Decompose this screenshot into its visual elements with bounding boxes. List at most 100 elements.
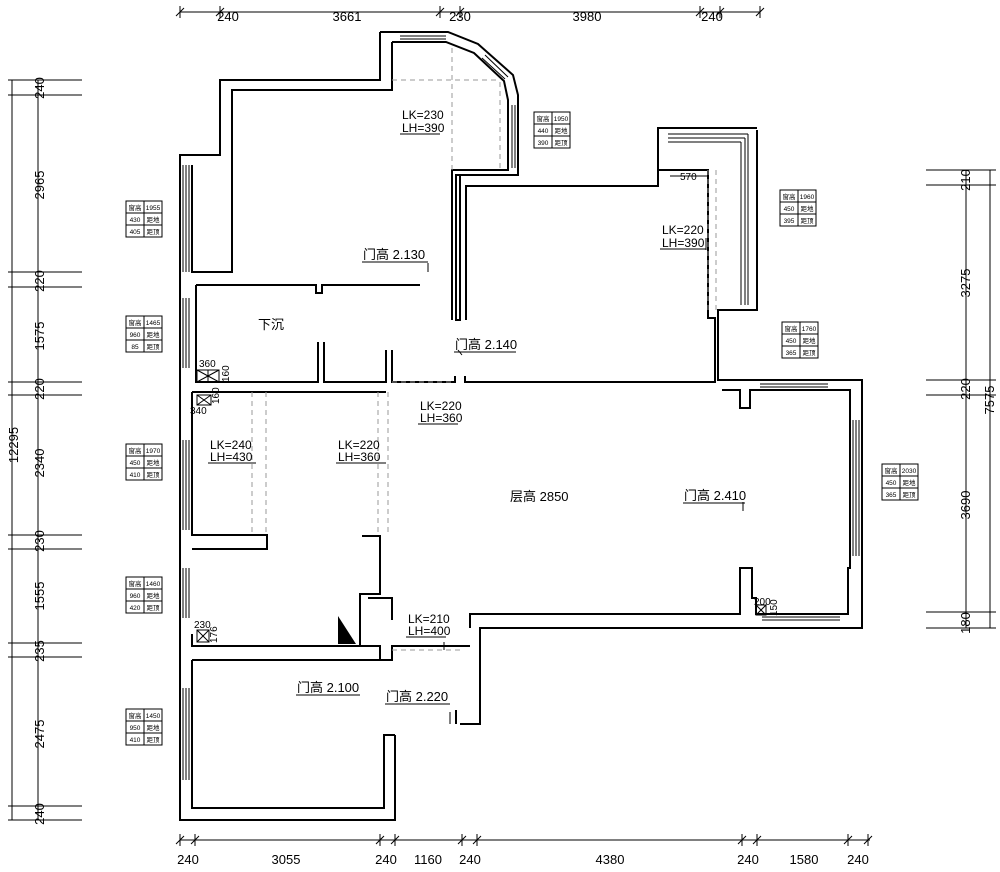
dim-top-label: 3661 [333, 9, 362, 24]
window-info-cell: 450 [130, 460, 141, 467]
window-info-cell: 距地 [147, 591, 161, 600]
door-height-label: 门高 2.140 [455, 337, 517, 352]
door-labels: 门高 2.130 门高 2.140 门高 2.410 门高 2.100 门高 2… [296, 247, 746, 705]
window-info-cell: 410 [130, 472, 141, 479]
window-info-cell: 450 [886, 480, 897, 487]
window-info-cell: 450 [786, 338, 797, 345]
door-height-label: 门高 2.130 [363, 247, 425, 262]
window-info-cell: 窗高 [129, 203, 143, 212]
small-dim: 160 [211, 387, 222, 404]
dim-left-label: 220 [32, 378, 47, 400]
dimension-lines [8, 6, 996, 846]
opening-lk: LK=220 [338, 438, 380, 452]
small-dim: 570 [680, 172, 697, 183]
ventilation-shafts [196, 369, 767, 643]
dim-right-label: 3275 [958, 269, 973, 298]
opening-lh: LH=360 [420, 411, 463, 425]
window-info-cell: 950 [130, 725, 141, 732]
window-info-cell: 距地 [555, 126, 569, 135]
window-info-cell: 距顶 [147, 736, 161, 744]
window-info-cell: 距地 [801, 204, 815, 213]
dim-bottom-label: 1160 [414, 852, 442, 867]
door-height-label: 门高 2.220 [386, 689, 448, 704]
dimension-bottom: 240 3055 240 1160 240 4380 240 1580 240 [177, 852, 869, 867]
window-info-cell: 410 [130, 737, 141, 744]
dim-top-label: 3980 [573, 9, 602, 24]
window-info-cell: 2030 [902, 468, 917, 475]
dim-left-label: 2965 [32, 171, 47, 200]
dim-left-label: 1575 [32, 322, 47, 351]
small-dimensions: 570 360 160 340 160 230 176 200 150 [190, 172, 780, 643]
window-info-cell: 窗高 [785, 324, 799, 333]
dim-bottom-label: 1580 [790, 852, 819, 867]
window-info-cell: 距顶 [147, 343, 161, 351]
window-info-cell: 1960 [800, 194, 815, 201]
arrow-ticks [427, 238, 744, 724]
dim-left-label: 220 [32, 270, 47, 292]
floor-height-label: 层高 2850 [510, 489, 569, 504]
window-info-cell: 窗高 [885, 466, 899, 475]
small-dim: 360 [199, 359, 216, 370]
dim-bottom-label: 240 [177, 852, 199, 867]
window-info-cell: 距顶 [147, 604, 161, 612]
window-info-cell: 440 [538, 128, 549, 135]
window-info-cell: 365 [786, 350, 797, 357]
window-info-cell: 365 [886, 492, 897, 499]
dim-bottom-label: 4380 [596, 852, 625, 867]
window-info-cell: 窗高 [129, 711, 143, 720]
dim-left-label: 1555 [32, 582, 47, 611]
window-info-cell: 距顶 [147, 228, 161, 236]
window-info-cell: 窗高 [129, 446, 143, 455]
dim-right-total: 7575 [982, 386, 997, 415]
window-info-cell: 距顶 [903, 491, 917, 499]
dim-top-label: 230 [449, 9, 471, 24]
window-info-cell: 420 [130, 605, 141, 612]
window-info-cell: 395 [784, 218, 795, 225]
window-info-cell: 窗高 [129, 318, 143, 327]
dim-right-label: 3690 [958, 491, 973, 520]
window-info-cell: 窗高 [129, 579, 143, 588]
small-dim: 200 [754, 597, 771, 608]
window-info-cell: 960 [130, 593, 141, 600]
window-info-cell: 430 [130, 217, 141, 224]
room-sunken-label: 下沉 [258, 317, 284, 332]
dim-left-total: 12295 [6, 427, 21, 463]
window-info-cell: 1760 [802, 326, 817, 333]
window-info-cell: 1460 [146, 581, 161, 588]
dim-left-label: 240 [32, 803, 47, 825]
opening-lh: LH=390 [662, 236, 705, 250]
opening-dashes [251, 48, 717, 651]
dim-bottom-label: 240 [737, 852, 759, 867]
dim-left-label: 2475 [32, 720, 47, 749]
dim-bottom-label: 240 [459, 852, 481, 867]
window-marks [182, 35, 860, 780]
opening-lh: LH=360 [338, 450, 381, 464]
dim-bottom-label: 3055 [272, 852, 301, 867]
window-info-cell: 1955 [146, 205, 161, 212]
dim-left-label: 2340 [32, 449, 47, 478]
dim-top-label: 240 [701, 9, 723, 24]
window-info-cell: 窗高 [783, 192, 797, 201]
dim-top-label: 240 [217, 9, 239, 24]
window-info-cell: 距地 [147, 723, 161, 732]
window-info-cell: 1970 [146, 448, 161, 455]
opening-labels: LK=230 LH=390 LK=220 LH=390 LK=220 LH=36… [208, 108, 706, 638]
small-dim: 160 [221, 365, 232, 382]
window-info-cell: 450 [784, 206, 795, 213]
opening-lk: LK=230 [402, 108, 444, 122]
dimension-top: 240 3661 230 3980 240 [217, 9, 723, 24]
window-info-cell: 960 [130, 332, 141, 339]
window-info-cell: 距地 [147, 458, 161, 467]
dim-bottom-label: 240 [847, 852, 869, 867]
dim-right-label: 210 [958, 169, 973, 191]
dim-left-label: 230 [32, 530, 47, 552]
